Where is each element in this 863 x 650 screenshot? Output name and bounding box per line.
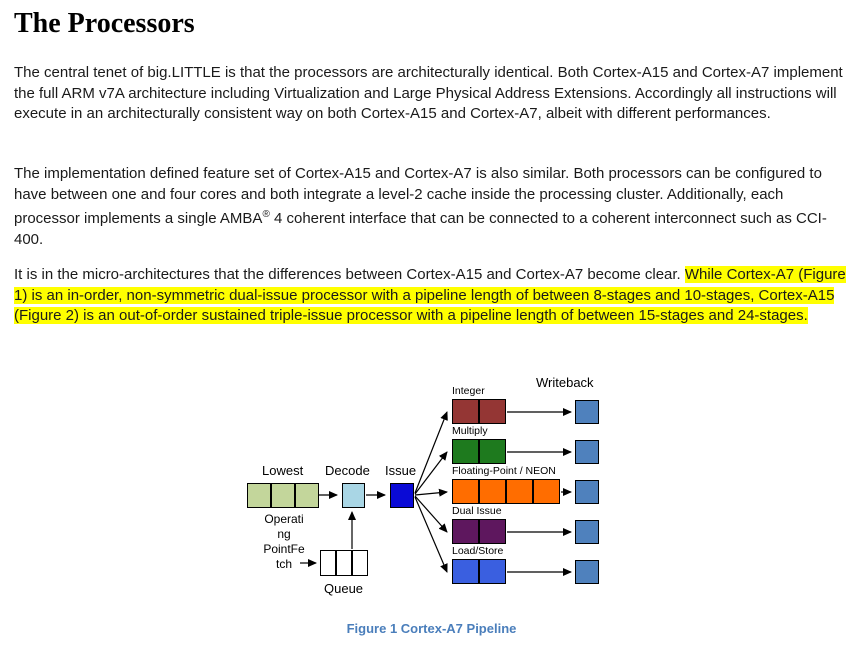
cortex-a7-pipeline-diagram: Writeback Integer Multiply Floating-Poin… xyxy=(0,373,863,615)
pipeline-unit-box xyxy=(575,480,599,504)
pipeline-unit-box xyxy=(479,559,506,584)
pipeline-unit-box xyxy=(452,479,479,504)
pipeline-unit-box xyxy=(479,519,506,544)
arrow-issue-to-dual-issue xyxy=(414,495,448,533)
queue-label: Queue xyxy=(324,581,364,596)
paragraph-1: The central tenet of big.LITTLE is that … xyxy=(14,63,850,125)
pipeline-unit-box xyxy=(575,560,599,584)
pipeline-unit-box xyxy=(271,483,295,508)
registered-trademark-symbol: ® xyxy=(262,209,270,220)
pipeline-unit-box xyxy=(320,550,336,576)
arrow-issue-to-fp-neon xyxy=(414,488,448,497)
multiply-pipeline-units xyxy=(452,439,506,464)
pipeline-unit-box xyxy=(390,483,414,508)
pipeline-unit-box xyxy=(533,479,560,504)
dual-issue-pipeline-units xyxy=(452,519,506,544)
fp-neon-pipeline-label: Floating-Point / NEON xyxy=(452,465,556,477)
writeback-label: Writeback xyxy=(536,375,594,390)
pipeline-unit-box xyxy=(247,483,271,508)
issue-stage-box xyxy=(390,483,414,508)
diagram-arrows xyxy=(300,408,572,576)
decode-label: Decode xyxy=(325,463,370,478)
fp-neon-pipeline-units xyxy=(452,479,560,504)
pipeline-unit-box xyxy=(342,483,365,508)
pipeline-unit-box xyxy=(575,440,599,464)
pipeline-unit-box xyxy=(575,520,599,544)
issue-label: Issue xyxy=(385,463,417,478)
pipeline-unit-box xyxy=(479,439,506,464)
pipeline-unit-box xyxy=(452,559,479,584)
arrow-issue-to-integer xyxy=(414,411,448,494)
pipeline-unit-box xyxy=(452,439,479,464)
pipeline-unit-box xyxy=(336,550,352,576)
fetch-stage-units xyxy=(247,483,319,508)
writeback-units-column xyxy=(575,400,599,584)
fetch-label-top: Lowest xyxy=(262,463,304,478)
paragraph-2-text-b: 4 coherent interface that can be connect… xyxy=(14,210,827,248)
pipeline-unit-box xyxy=(295,483,319,508)
integer-pipeline-units xyxy=(452,399,506,424)
paragraph-3-text: It is in the micro-architectures that th… xyxy=(14,266,685,283)
arrow-issue-to-multiply xyxy=(414,451,448,495)
integer-pipeline-label: Integer xyxy=(452,385,485,397)
queue-units xyxy=(320,550,368,576)
paragraph-1-text: The central tenet of big.LITTLE is that … xyxy=(14,64,843,122)
load-store-pipeline-units xyxy=(452,559,506,584)
decode-stage-box xyxy=(342,483,365,508)
pipeline-unit-box xyxy=(452,519,479,544)
paragraph-3: It is in the micro-architectures that th… xyxy=(14,265,850,327)
arrow-issue-to-load-store xyxy=(414,496,448,573)
pipeline-unit-box xyxy=(575,400,599,424)
dual-issue-pipeline-label: Dual Issue xyxy=(452,505,502,517)
pipeline-unit-box xyxy=(506,479,533,504)
figure-caption: Figure 1 Cortex-A7 Pipeline xyxy=(346,621,517,636)
pipeline-unit-box xyxy=(352,550,368,576)
page-title: The Processors xyxy=(14,8,195,39)
pipeline-unit-box xyxy=(479,399,506,424)
load-store-pipeline-label: Load/Store xyxy=(452,545,504,557)
pipeline-unit-box xyxy=(452,399,479,424)
paragraph-2-text-a: The implementation defined feature set o… xyxy=(14,165,822,227)
multiply-pipeline-label: Multiply xyxy=(452,425,488,437)
fetch-label-wrapped: Operati ng PointFe tch xyxy=(263,512,305,571)
pipeline-unit-box xyxy=(479,479,506,504)
paragraph-2: The implementation defined feature set o… xyxy=(14,164,850,250)
